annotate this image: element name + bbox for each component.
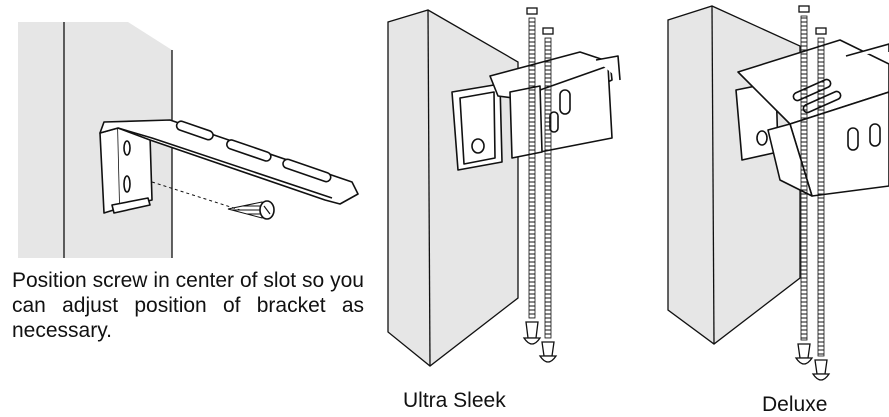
wall-mount-panel <box>18 22 359 258</box>
ultra-sleek-label: Ultra Sleek <box>403 389 506 412</box>
bracket-icon <box>451 51 621 171</box>
bracket-icon <box>735 39 889 197</box>
deluxe-panel <box>667 5 889 381</box>
ultra-sleek-panel <box>387 7 621 367</box>
mounting-screw-icon <box>538 27 558 363</box>
wall-icon <box>387 9 519 367</box>
mounting-screw-icon <box>522 7 542 345</box>
mounting-screw-icon <box>811 27 831 381</box>
wall-mount-instruction: Position screw in center of slot so you … <box>12 269 364 342</box>
deluxe-label: Deluxe <box>762 393 828 416</box>
mounting-screw-icon <box>227 200 275 220</box>
mounting-screw-icon <box>794 5 814 365</box>
bracket-icon <box>99 119 359 214</box>
